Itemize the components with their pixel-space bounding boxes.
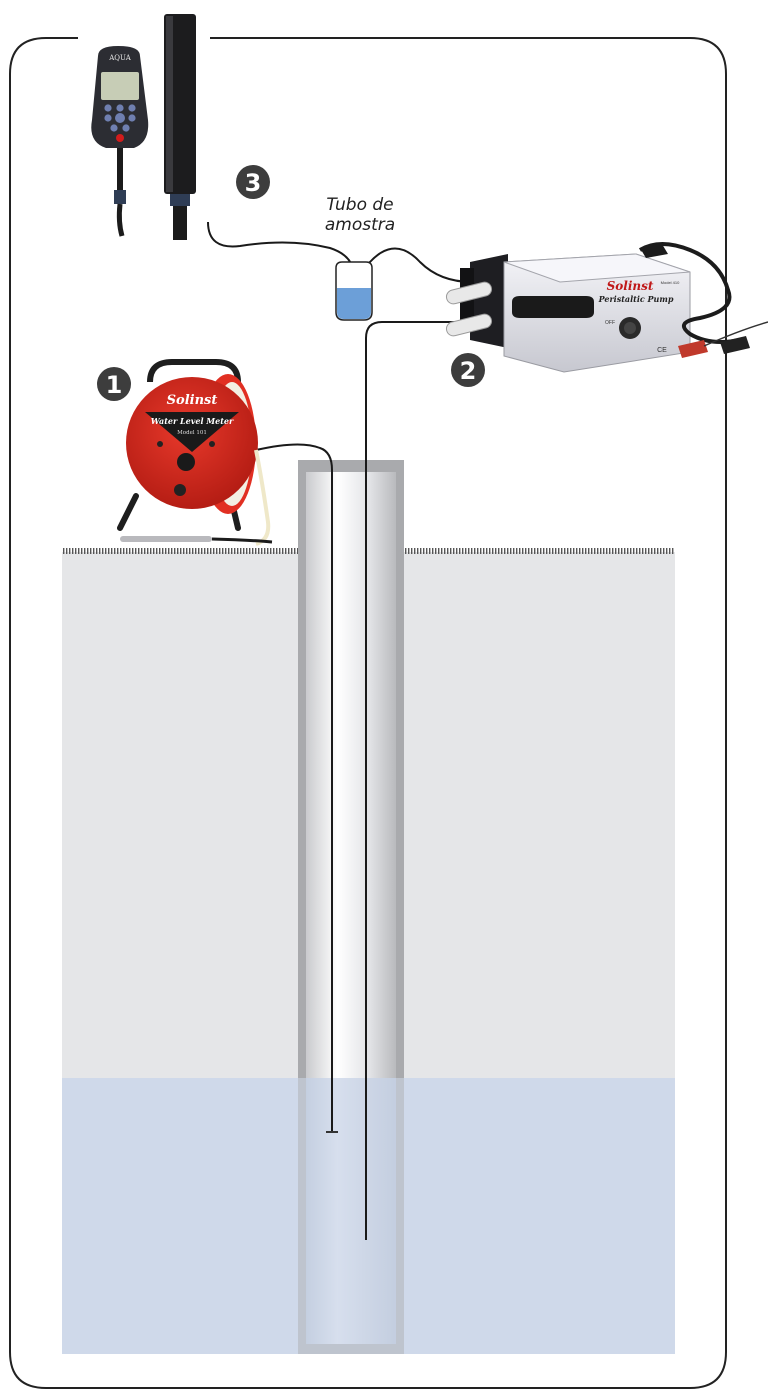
intake-tube [365, 321, 456, 1240]
pump-tube-upper [445, 281, 493, 305]
marker-2: 2 [451, 353, 485, 387]
pump-model: Model 410 [661, 280, 680, 285]
sample-tube-label-line2: amostra [325, 215, 395, 235]
pump-power-cable [638, 242, 741, 344]
marker-1: 1 [97, 367, 131, 401]
water-quality-meter: AQUA [91, 14, 196, 240]
water-level-meter-reel: Solinst Water Level Meter Model 101 [117, 359, 273, 546]
sample-tube-label-line1: Tubo de [326, 195, 393, 215]
pump-brand: Solinst [607, 279, 654, 293]
pump-tube-lower [445, 313, 493, 337]
reel-product-name: Water Level Meter [151, 416, 234, 426]
battery-clip-red [678, 340, 708, 358]
ground-surface-right [404, 548, 675, 554]
pump-ce-mark: CE [657, 347, 667, 354]
pump-product-name: Peristaltic Pump [598, 294, 674, 304]
water-level-probe-cable [255, 443, 333, 1132]
ground-surface-left [62, 548, 300, 554]
reel-model: Model 101 [177, 430, 207, 436]
diagram-frame [9, 37, 727, 1389]
marker-3-number: 3 [245, 169, 262, 197]
discharge-tube [359, 247, 473, 283]
marker-3: 3 [236, 165, 270, 199]
well-casing [298, 460, 404, 1354]
peristaltic-pump: Solinst Peristaltic Pump Model 410 OFF C… [445, 242, 768, 373]
meter-brand-label: AQUA [108, 54, 131, 62]
marker-2-number: 2 [460, 357, 477, 385]
water-level-probe [120, 536, 212, 542]
flow-cell-tube [207, 221, 353, 267]
reel-brand: Solinst [167, 393, 218, 408]
battery-clip-black [720, 336, 750, 354]
sample-bottle [335, 261, 373, 321]
pump-off-label: OFF [605, 320, 615, 326]
marker-1-number: 1 [106, 371, 123, 399]
